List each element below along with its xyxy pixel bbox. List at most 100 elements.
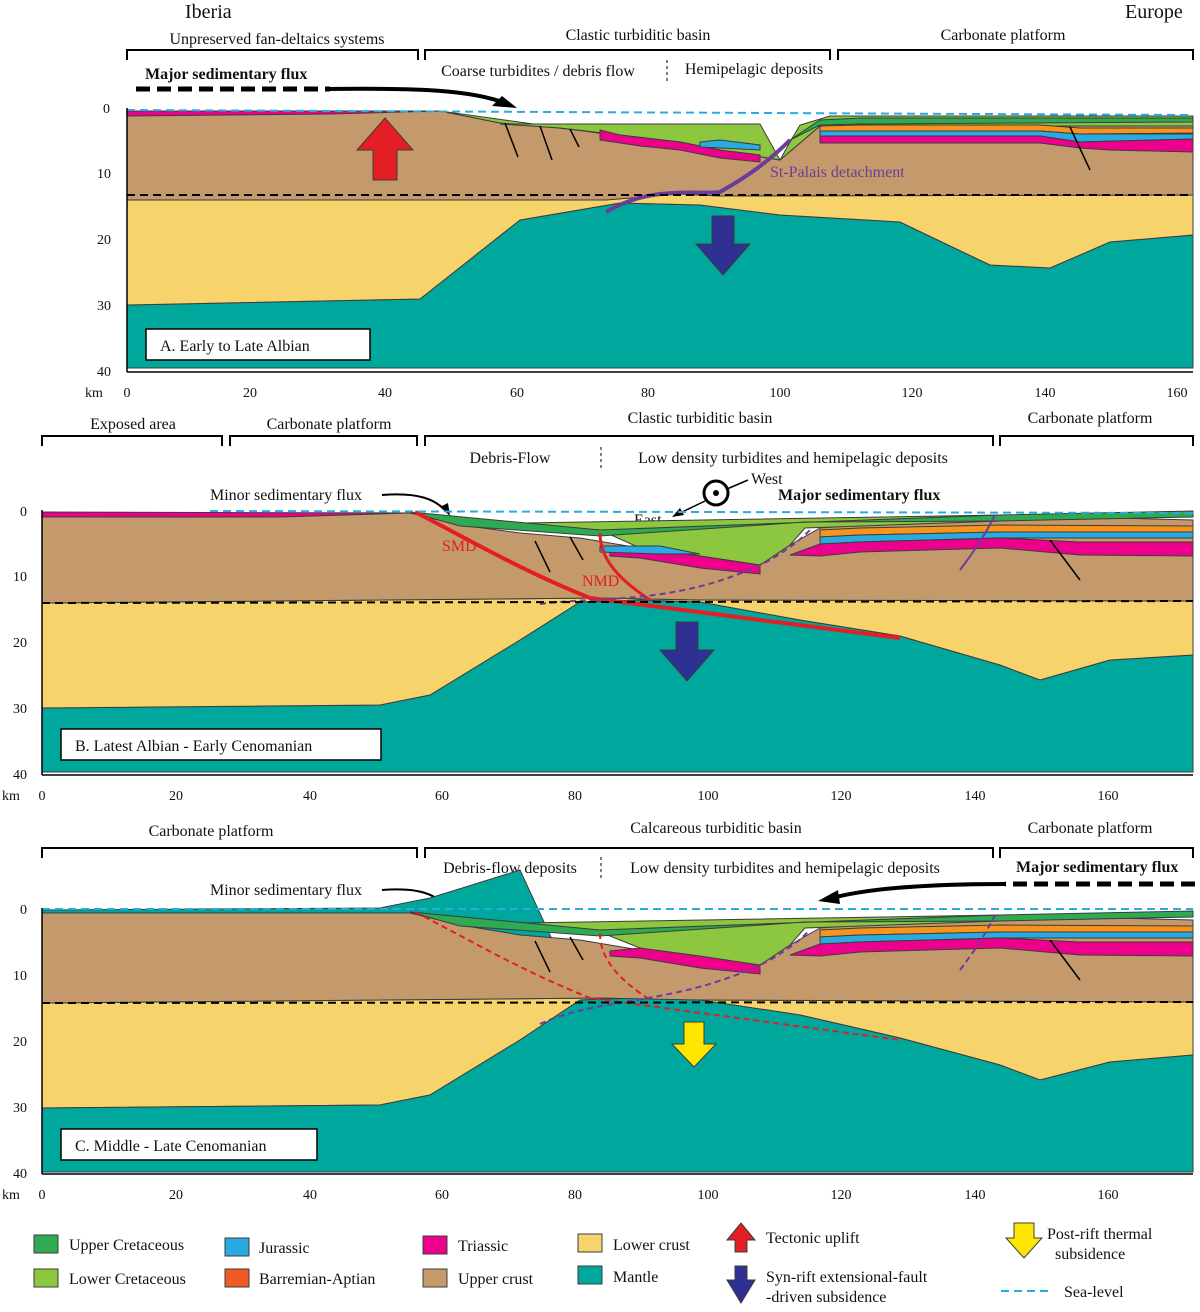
dist-tick: 0	[39, 789, 46, 804]
dist-tick: 80	[568, 1188, 582, 1203]
legend-swatch	[577, 1233, 603, 1253]
dist-tick: 60	[510, 386, 524, 401]
legend-swatch	[224, 1268, 250, 1288]
axis-unit: km	[2, 1188, 20, 1203]
dist-tick: 40	[378, 386, 392, 401]
depth-tick: 10	[13, 969, 27, 984]
depth-tick: 20	[13, 636, 27, 651]
subdomain-label: Debris-Flow	[470, 450, 551, 467]
legend-label: Lower Cretaceous	[69, 1271, 186, 1288]
dist-tick: 80	[568, 789, 582, 804]
legend-label-part: Syn-rift extensional-fault	[766, 1269, 928, 1286]
depth-tick: 10	[13, 570, 27, 585]
depth-tick: 20	[97, 233, 111, 248]
panel-a: Iberia Europe Unpreserved fan-deltaics s…	[85, 1, 1194, 401]
domain-label: Unpreserved fan-deltaics systems	[169, 31, 384, 48]
legend: Upper Cretaceous Lower Cretaceous Jurass…	[33, 1222, 1156, 1306]
fault-label-nmd: NMD	[582, 573, 619, 590]
moho	[41, 600, 1194, 604]
panel-a-title-box	[145, 328, 371, 361]
sea-level	[126, 109, 1194, 116]
dist-tick: 20	[169, 1188, 183, 1203]
depth-tick: 0	[103, 102, 110, 117]
depth-tick: 30	[13, 1101, 27, 1116]
region-europe: Europe	[1125, 1, 1183, 23]
legend-label-part: subsidence	[1055, 1246, 1125, 1263]
legend-label: Jurassic	[259, 1240, 310, 1257]
dist-tick: 120	[831, 1188, 852, 1203]
domain-label: Calcareous turbiditic basin	[630, 820, 802, 837]
subdomain-label: Low density turbidites and hemipelagic d…	[630, 860, 940, 877]
domain-label: Carbonate platform	[1028, 820, 1153, 837]
dist-tick: 80	[641, 386, 655, 401]
dist-tick: 100	[770, 386, 791, 401]
detachment-label: St-Palais detachment	[770, 164, 905, 181]
bracket-fan-deltaics	[126, 49, 419, 60]
domain-label: Carbonate platform	[149, 823, 274, 840]
legend-label-part: Post-rift thermal	[1047, 1226, 1153, 1243]
smd-fault	[414, 510, 901, 640]
axis-unit: km	[2, 789, 20, 804]
domain-label: Carbonate platform	[267, 416, 392, 433]
st-palais-detachment	[604, 138, 792, 214]
legend-label: Post-rift thermal subsidence	[1047, 1226, 1156, 1263]
region-iberia: Iberia	[185, 1, 232, 23]
dist-tick: 0	[39, 1188, 46, 1203]
flux-label: Major sedimentary flux	[1016, 859, 1178, 876]
subsidence-arrow-icon	[726, 1265, 756, 1304]
subsidence-arrow	[658, 621, 716, 682]
minor-flux-label: Minor sedimentary flux	[210, 487, 362, 504]
moho	[41, 1001, 1194, 1004]
thermal-subsidence-arrow	[670, 1021, 718, 1068]
legend-swatch	[33, 1234, 59, 1254]
legend-label: Triassic	[458, 1238, 508, 1255]
subdomain-label: Debris-flow deposits	[443, 860, 577, 877]
depth-tick: 40	[97, 365, 111, 380]
depth-tick: 0	[20, 505, 27, 520]
legend-label-part: -driven subsidence	[766, 1289, 886, 1306]
panel-c: Carbonate platform Calcareous turbiditic…	[2, 820, 1195, 1203]
dist-tick: 40	[303, 1188, 317, 1203]
depth-tick: 40	[13, 768, 27, 783]
dist-tick: 140	[965, 1188, 986, 1203]
thermal-arrow-icon	[1004, 1222, 1044, 1259]
tectonic-uplift-arrow	[355, 117, 415, 181]
dist-tick: 100	[698, 1188, 719, 1203]
flux-arrowhead	[492, 96, 517, 108]
panel-title: B. Latest Albian - Early Cenomanian	[75, 738, 312, 755]
nmd-fault	[598, 532, 651, 602]
uplift-arrow-icon	[725, 1222, 757, 1253]
panel-title: A. Early to Late Albian	[160, 338, 310, 355]
dist-tick: 20	[243, 386, 257, 401]
dist-tick: 160	[1167, 386, 1188, 401]
legend-swatch	[33, 1268, 59, 1288]
dist-tick: 60	[435, 789, 449, 804]
domain-label: Clastic turbiditic basin	[628, 410, 773, 427]
depth-tick: 10	[97, 167, 111, 182]
dist-tick: 140	[965, 789, 986, 804]
legend-label: Upper crust	[458, 1271, 534, 1288]
dist-tick: 140	[1035, 386, 1056, 401]
depth-tick: 30	[13, 702, 27, 717]
flux-label: Major sedimentary flux	[778, 487, 940, 504]
dist-tick: 160	[1098, 789, 1119, 804]
legend-label: Tectonic uplift	[766, 1230, 860, 1247]
legend-swatch	[422, 1235, 448, 1255]
legend-label: Mantle	[613, 1269, 658, 1286]
flux-label: Major sedimentary flux	[145, 66, 307, 83]
minor-flux-label: Minor sedimentary flux	[210, 882, 362, 899]
panel-title: C. Middle - Late Cenomanian	[75, 1138, 267, 1155]
subdomain-label: Hemipelagic deposits	[685, 61, 823, 78]
legend-label: Syn-rift extensional-fault -driven subsi…	[766, 1269, 931, 1306]
dist-tick: 100	[698, 789, 719, 804]
legend-label: Lower crust	[613, 1237, 690, 1254]
panel-b: Exposed area Carbonate platform Clastic …	[2, 410, 1194, 804]
domain-label: Carbonate platform	[941, 27, 1066, 44]
bracket-clastic-basin	[424, 49, 831, 60]
subdomain-label: Low density turbidites and hemipelagic d…	[638, 450, 948, 467]
depth-tick: 0	[20, 903, 27, 918]
depth-tick: 20	[13, 1035, 27, 1050]
flux-arrow	[329, 86, 506, 105]
direction-west: West	[751, 471, 783, 488]
